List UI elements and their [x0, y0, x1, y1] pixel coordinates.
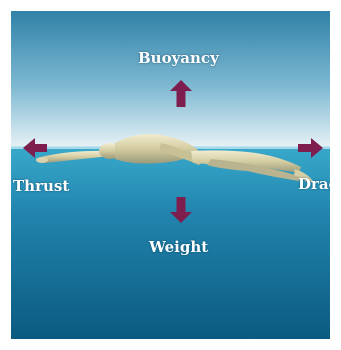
weight-label: Weight: [149, 238, 208, 256]
buoyancy-label: Buoyancy: [138, 49, 219, 67]
swimming-forces-diagram: Buoyancy Thrust Drag Weight: [11, 11, 330, 339]
thrust-label: Thrust: [13, 177, 69, 195]
sky-background: [11, 11, 330, 149]
drag-label: Drag: [298, 175, 330, 193]
